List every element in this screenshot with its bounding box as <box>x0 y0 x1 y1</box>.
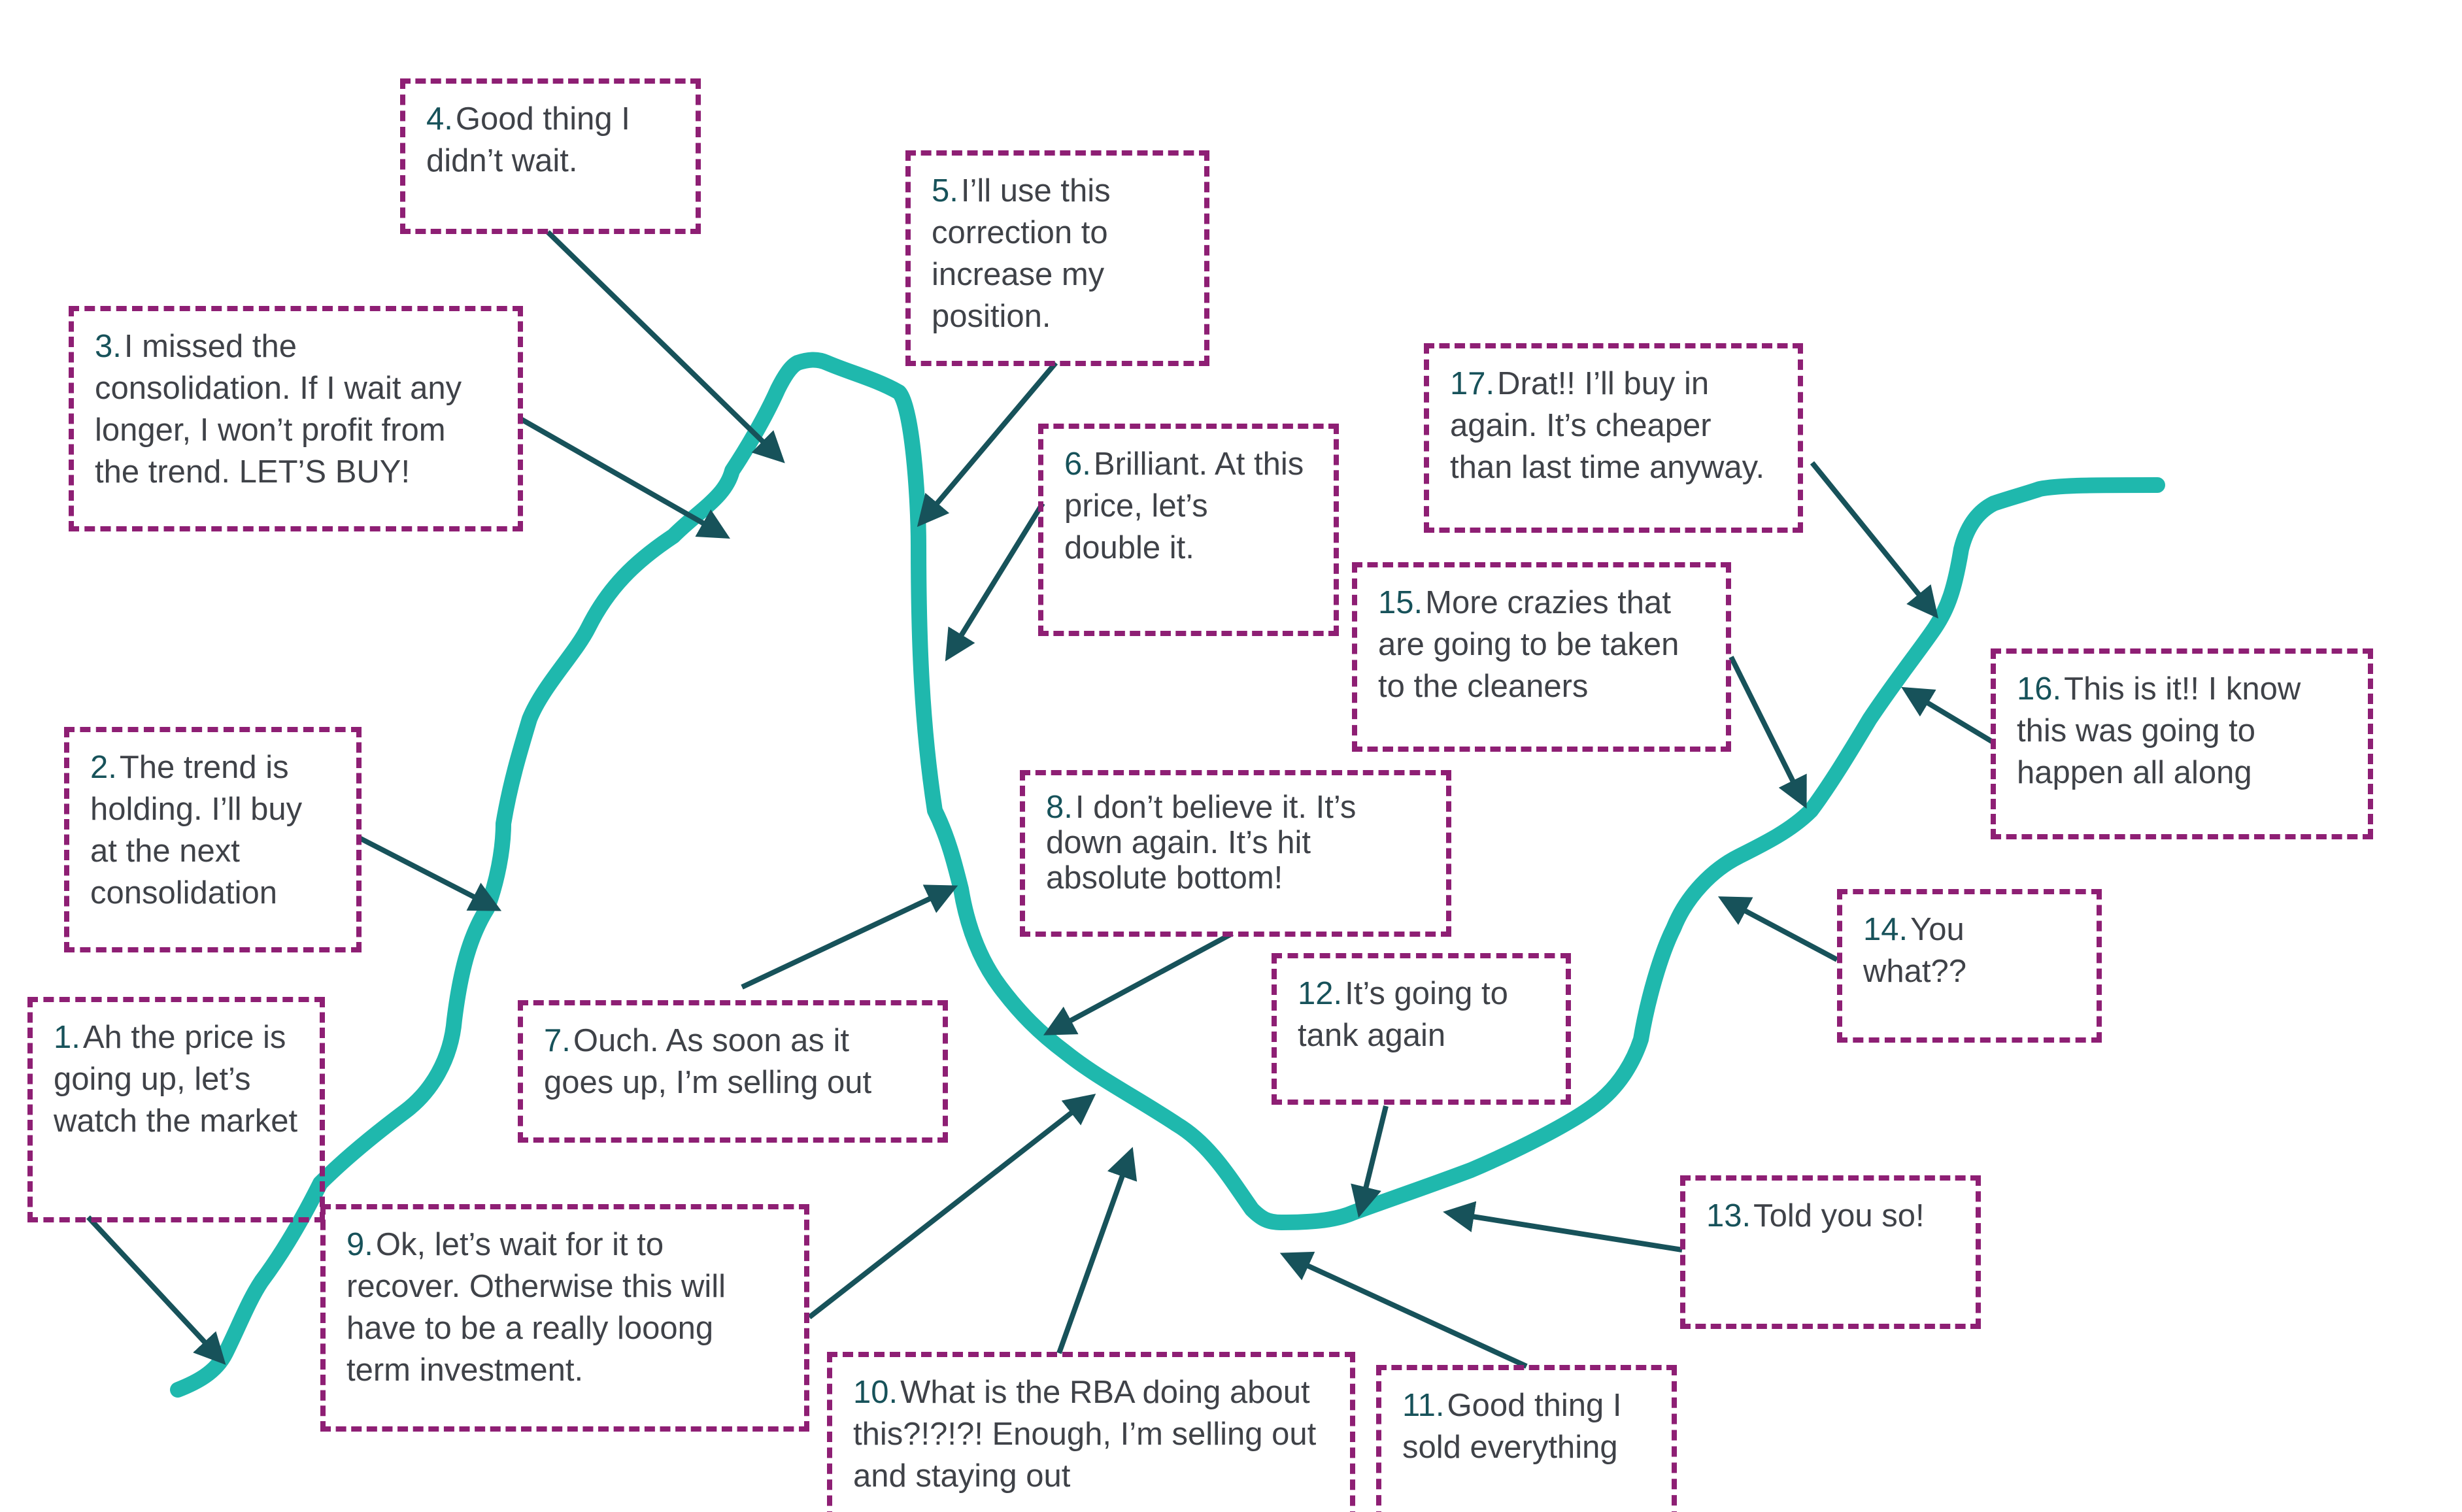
callout-9-text: Ok, let’s wait for it to recover. Otherw… <box>346 1227 726 1388</box>
callout-8-text: I don’t believe it. It’s down again. It’… <box>1046 790 1357 896</box>
callout-10-text: What is the RBA doing about this?!?!?! E… <box>853 1375 1317 1494</box>
callout-4-text: Good thing I didn’t wait. <box>426 101 630 178</box>
callout-3-text: I missed the consolidation. If I wait an… <box>95 329 462 490</box>
arrow-5 <box>917 361 1058 528</box>
arrow-7 <box>741 884 958 990</box>
callout-11-text: Good thing I sold everything <box>1402 1388 1622 1465</box>
callout-16: 16.This is it!! I know this was going to… <box>1991 648 2373 839</box>
callout-7: 7.Ouch. As soon as it goes up, I’m selli… <box>518 1000 948 1143</box>
callout-11: 11.Good thing I sold everything <box>1376 1365 1677 1512</box>
callout-9: 9.Ok, let’s wait for it to recover. Othe… <box>320 1204 809 1432</box>
callout-16-text: This is it!! I know this was going to ha… <box>2017 671 2301 790</box>
arrow-8 <box>1043 931 1234 1035</box>
callout-2-text: The trend is holding. I’ll buy at the ne… <box>90 750 303 911</box>
callout-2: 2.The trend is holding. I’ll buy at the … <box>64 727 362 952</box>
callout-14: 14.You what?? <box>1837 889 2102 1043</box>
arrow-13 <box>1443 1201 1683 1252</box>
callout-14-text: You what?? <box>1863 912 1967 989</box>
arrow-2 <box>358 835 502 911</box>
callout-13: 13.Told you so! <box>1680 1175 1981 1329</box>
callout-1-text: Ah the price is going up, let’s watch th… <box>54 1020 298 1139</box>
arrow-6 <box>945 501 1045 662</box>
callout-15-text: More crazies that are going to be taken … <box>1378 585 1679 704</box>
callout-12: 12.It’s going to tank again <box>1272 953 1571 1105</box>
arrow-9 <box>807 1094 1096 1320</box>
arrow-15 <box>1728 656 1807 809</box>
callout-17: 17.Drat!! I’ll buy in again. It’s cheape… <box>1424 343 1803 533</box>
arrow-1 <box>86 1215 226 1365</box>
arrow-4 <box>546 230 785 463</box>
arrow-12 <box>1351 1105 1389 1218</box>
callout-17-text: Drat!! I’ll buy in again. It’s cheaper t… <box>1450 366 1765 485</box>
arrow-14 <box>1717 896 1838 962</box>
callout-6-text: Brilliant. At this price, let’s double i… <box>1064 446 1304 565</box>
callout-7-text: Ouch. As soon as it goes up, I’m selling… <box>544 1023 872 1100</box>
arrow-10 <box>1056 1147 1138 1354</box>
arrow-16 <box>1901 686 1995 745</box>
arrow-17 <box>1810 461 1939 619</box>
callout-4: 4.Good thing I didn’t wait. <box>400 78 701 234</box>
callout-15: 15.More crazies that are going to be tak… <box>1352 562 1731 752</box>
callout-6: 6.Brilliant. At this price, let’s double… <box>1038 424 1339 636</box>
callout-12-text: It’s going to tank again <box>1298 976 1508 1053</box>
callout-1: 1.Ah the price is going up, let’s watch … <box>27 997 325 1222</box>
arrow-3 <box>518 416 730 539</box>
callout-3: 3.I missed the consolidation. If I wait … <box>69 306 523 531</box>
callout-8: 8.I don’t believe it. It’s down again. I… <box>1020 770 1451 937</box>
callout-5-text: I’ll use this correction to increase my … <box>932 173 1111 334</box>
callout-13-text: Told you so! <box>1753 1198 1925 1234</box>
callout-5: 5.I’ll use this correction to increase m… <box>905 150 1209 366</box>
callout-10: 10.What is the RBA doing about this?!?!?… <box>827 1352 1355 1512</box>
arrows <box>86 230 1995 1369</box>
arrow-11 <box>1279 1251 1528 1369</box>
